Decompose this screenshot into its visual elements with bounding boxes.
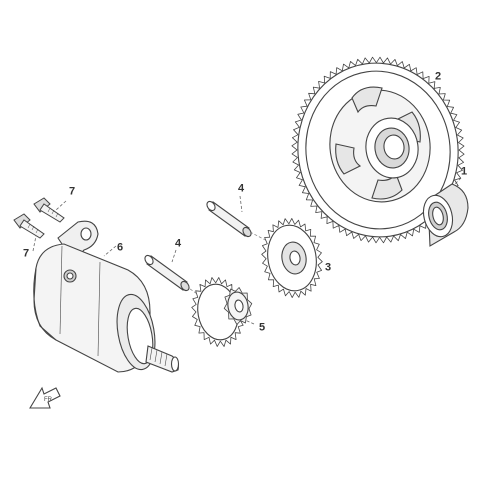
reduction-gear — [191, 277, 253, 347]
gear-shaft-upper — [206, 200, 252, 238]
callout-7-upper: 7 — [68, 185, 76, 198]
idle-gear — [261, 217, 323, 299]
needle-bearing — [422, 183, 469, 247]
orientation-label: FR — [44, 397, 53, 403]
front-arrow-icon: FR — [29, 386, 61, 409]
callout-5: 5 — [258, 321, 266, 334]
mounting-bolt-upper — [33, 197, 65, 223]
leader-line-7b — [32, 235, 37, 252]
callout-7-lower: 7 — [22, 247, 30, 260]
gear-shaft-lower — [144, 254, 190, 292]
mounting-bolt-lower — [13, 213, 45, 239]
callout-6: 6 — [116, 241, 124, 254]
callout-1: 1 — [460, 165, 468, 178]
callout-3: 3 — [324, 261, 332, 274]
leader-line-4a — [239, 195, 243, 213]
large-starter-gear — [291, 56, 465, 244]
callout-4-lower: 4 — [174, 237, 182, 250]
leader-line-7a — [55, 200, 67, 211]
callout-4-upper: 4 — [237, 182, 245, 195]
leader-line-6 — [103, 245, 117, 257]
starter-motor — [33, 220, 180, 373]
callout-2: 2 — [434, 70, 442, 83]
leader-line-4b — [171, 249, 177, 263]
